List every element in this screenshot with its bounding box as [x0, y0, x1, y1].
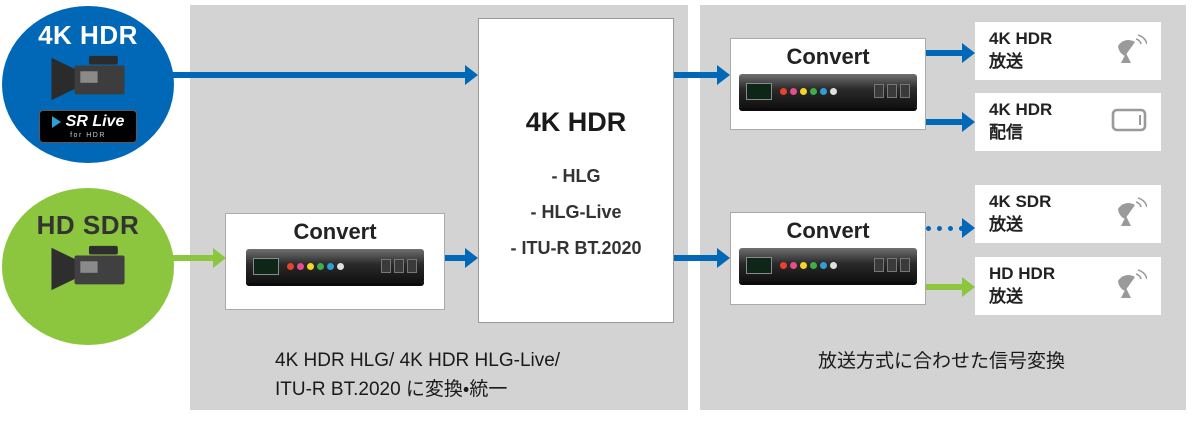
- hub-format-item: - ITU-R BT.2020: [510, 238, 642, 258]
- sr-live-badge-text: SR Live: [65, 113, 125, 130]
- device-ports: [874, 258, 910, 272]
- source-hd-sdr-circle: HD SDR: [2, 188, 174, 345]
- converter-box-output-top: Convert: [730, 38, 926, 130]
- source-4k-hdr-circle: 4K HDR SR Live for HDR: [2, 6, 174, 163]
- video-camera-icon: [46, 53, 130, 108]
- converter-label: Convert: [293, 219, 377, 244]
- satellite-dish-icon: [1115, 33, 1148, 70]
- converter-label: Convert: [786, 44, 870, 69]
- converter-device-image: [739, 74, 917, 108]
- converter-label: Convert: [786, 218, 870, 243]
- converter-box-output-bottom: Convert: [730, 212, 926, 305]
- source-4k-hdr-label: 4K HDR: [38, 20, 138, 50]
- conversion-caption: 4K HDR HLG/ 4K HDR HLG-Live/ ITU-R BT.20…: [275, 350, 561, 401]
- satellite-dish-icon: [1115, 268, 1148, 305]
- source-hd-sdr-label: HD SDR: [36, 210, 140, 240]
- distribution-caption: 放送方式に合わせた信号変換: [818, 351, 1066, 372]
- hub-4k-hdr-box: 4K HDR - HLG - HLG-Live - ITU-R BT.2020: [478, 18, 674, 323]
- device-screen: [253, 257, 279, 275]
- device-knobs: [780, 261, 837, 269]
- hub-format-list: - HLG - HLG-Live - ITU-R BT.2020: [510, 166, 641, 259]
- device-screen: [746, 82, 772, 100]
- converter-box-input: Convert: [225, 213, 445, 310]
- satellite-dish-icon: [1115, 196, 1148, 233]
- hub-format-item: - HLG-Live: [530, 202, 622, 222]
- device-ports: [874, 84, 910, 98]
- converter-device-image: [246, 249, 424, 283]
- converter-device-image: [739, 248, 917, 282]
- hub-title: 4K HDR: [525, 107, 627, 137]
- sr-live-triangle-icon: [51, 116, 61, 128]
- sr-live-badge-subtext: for HDR: [70, 132, 106, 139]
- device-ports: [381, 259, 417, 273]
- video-camera-icon: [46, 243, 130, 298]
- mobile-device-icon: [1111, 108, 1147, 137]
- hub-format-item: - HLG: [551, 166, 601, 186]
- device-screen: [746, 256, 772, 274]
- sr-live-badge: SR Live for HDR: [38, 110, 138, 143]
- device-knobs: [287, 262, 344, 270]
- device-knobs: [780, 87, 837, 95]
